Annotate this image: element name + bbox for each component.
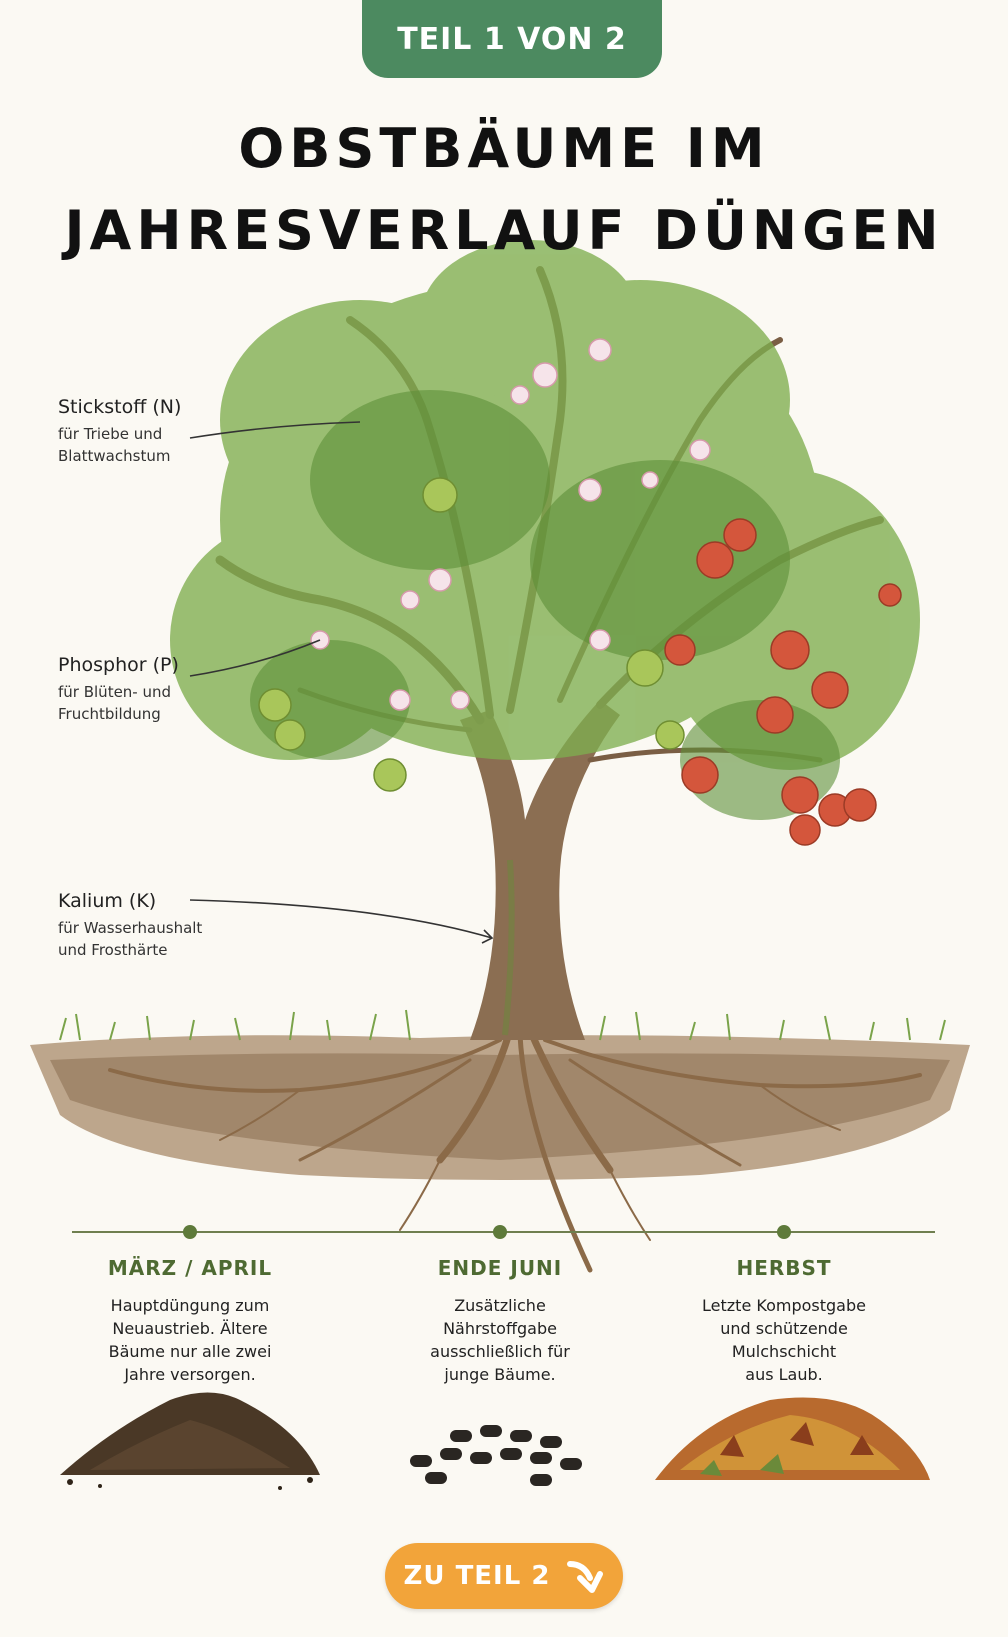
season-desc-line: Mulchschicht (731, 1342, 837, 1361)
nutrient-name: Phosphor (P) (58, 654, 179, 676)
season-name: HERBST (736, 1256, 832, 1280)
season-desc: Hauptdüngung zum Neuaustrieb. Ältere Bäu… (70, 1294, 310, 1386)
season-name: MÄRZ / APRIL (107, 1256, 273, 1280)
season-desc-line: Hauptdüngung zum (110, 1296, 270, 1315)
roots (108, 1026, 922, 1273)
season-autumn: HERBST Letzte Kompostgabe und schützende… (664, 1254, 904, 1386)
nutrient-name: Stickstoff (N) (58, 396, 182, 418)
title-line-1: OBSTBÄUME IM (238, 117, 770, 180)
season-desc-line: Letzte Kompostgabe (702, 1296, 866, 1315)
next-part-label: ZU TEIL 2 (403, 1561, 551, 1591)
season-desc-line: Neuaustrieb. Ältere (112, 1319, 268, 1338)
compost-pile-icon (60, 1392, 320, 1490)
blossoms (310, 338, 711, 711)
next-part-button[interactable]: ZU TEIL 2 (385, 1543, 623, 1609)
nutrient-desc-line: Blattwachstum (58, 447, 171, 465)
trunk (460, 700, 620, 1040)
part-badge: TEIL 1 VON 2 (362, 0, 662, 78)
nutrient-desc-line: für Blüten- und (58, 683, 172, 701)
nutrient-desc: für Triebe und Blattwachstum (58, 423, 181, 467)
fertilizer-pellets-icon (410, 1425, 582, 1486)
nutrient-name: Kalium (K) (58, 890, 157, 912)
green-apples (258, 477, 685, 792)
season-desc: Zusätzliche Nährstoffgabe ausschließlich… (380, 1294, 620, 1386)
page-title: OBSTBÄUME IM JAHRESVERLAUF DÜNGEN (0, 108, 1008, 272)
nutrient-desc: für Wasserhaushalt und Frosthärte (58, 917, 202, 961)
leaf-pile-icon (655, 1397, 930, 1480)
timeline-dot-3 (777, 1225, 791, 1239)
season-name: ENDE JUNI (437, 1256, 563, 1280)
nutrient-potassium: Kalium (K) für Wasserhaushalt und Frosth… (58, 888, 202, 961)
season-desc-line: und schützende (720, 1319, 848, 1338)
season-desc-line: aus Laub. (745, 1365, 823, 1384)
timeline-dot-2 (493, 1225, 507, 1239)
nutrient-desc-line: Fruchtbildung (58, 705, 161, 723)
nutrient-desc: für Blüten- und Fruchtbildung (58, 681, 179, 725)
red-apples (664, 518, 902, 846)
nutrient-desc-line: für Triebe und (58, 425, 163, 443)
nutrient-desc-line: und Frosthärte (58, 941, 168, 959)
season-desc-line: Nährstoffgabe (443, 1319, 557, 1338)
season-desc-line: junge Bäume. (444, 1365, 556, 1384)
arrow-down-right-icon (567, 1561, 604, 1593)
nutrient-phosphorus: Phosphor (P) für Blüten- und Fruchtbildu… (58, 652, 179, 725)
pointer-lines (189, 421, 494, 944)
title-line-2: JAHRESVERLAUF DÜNGEN (64, 199, 944, 262)
timeline-dot-1 (183, 1225, 197, 1239)
grass (59, 1009, 946, 1041)
season-desc-line: ausschließlich für (430, 1342, 570, 1361)
season-end-june: ENDE JUNI Zusätzliche Nährstoffgabe auss… (380, 1254, 620, 1386)
season-desc: Letzte Kompostgabe und schützende Mulchs… (664, 1294, 904, 1386)
nutrient-nitrogen: Stickstoff (N) für Triebe und Blattwachs… (58, 394, 181, 467)
nutrient-desc-line: für Wasserhaushalt (58, 919, 203, 937)
season-desc-line: Bäume nur alle zwei (108, 1342, 272, 1361)
season-desc-line: Zusätzliche (454, 1296, 546, 1315)
season-march-april: MÄRZ / APRIL Hauptdüngung zum Neuaustrie… (70, 1254, 310, 1386)
season-desc-line: Jahre versorgen. (124, 1365, 256, 1384)
